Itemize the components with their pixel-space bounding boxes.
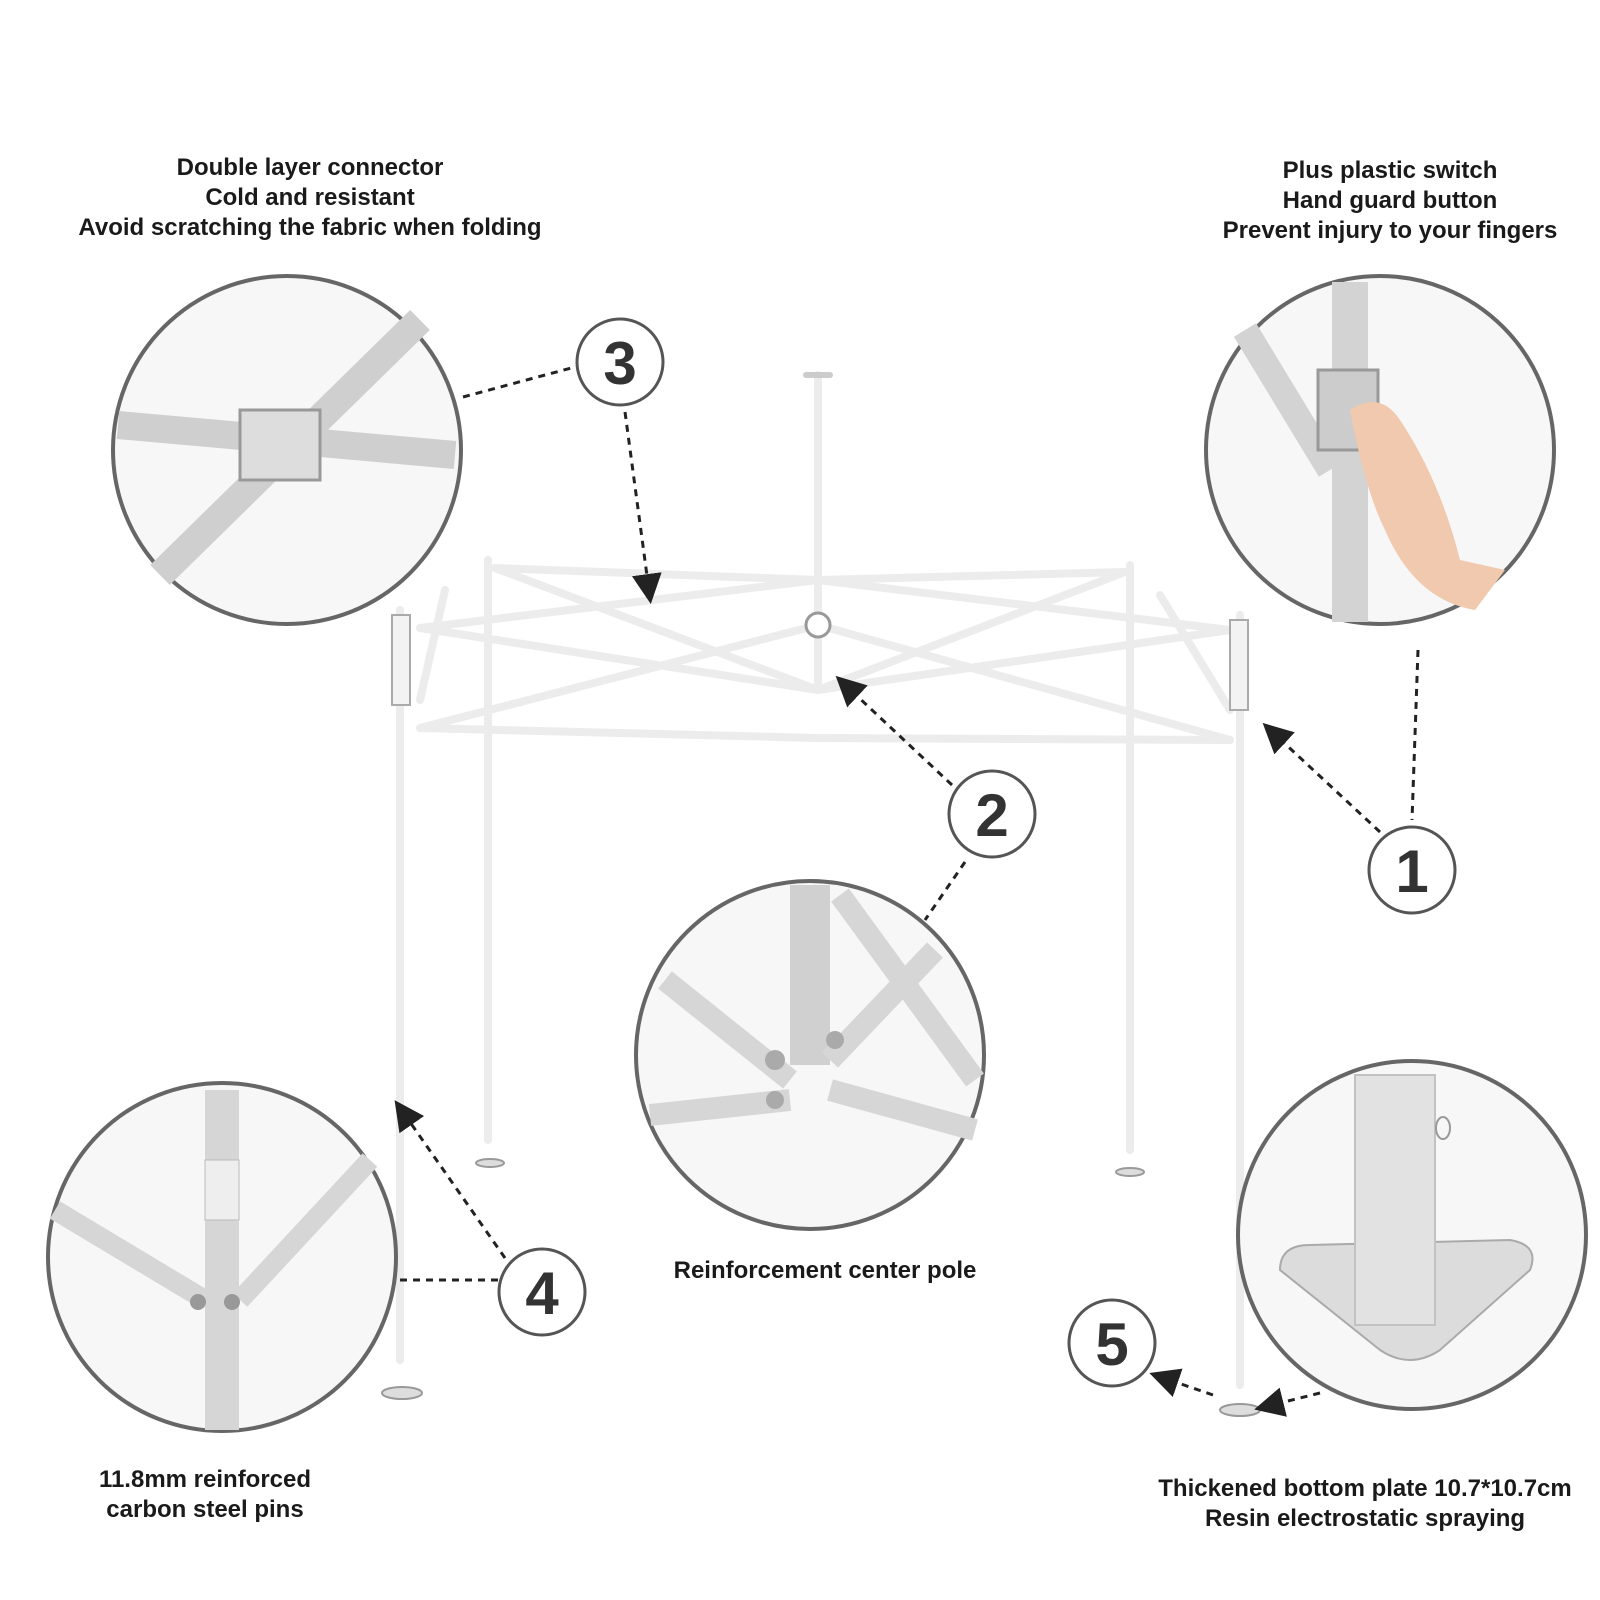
- caption-center-pole: Reinforcement center pole: [620, 1256, 1030, 1286]
- caption-line: Thickened bottom plate 10.7*10.7cm: [1158, 1475, 1572, 1502]
- detail-inset-connector: [111, 274, 463, 626]
- caption-line: Avoid scratching the fabric when folding: [78, 214, 542, 241]
- detail-inset-hand-guard: [1204, 274, 1556, 626]
- badge-3-number: 3: [603, 330, 636, 397]
- caption-line: Prevent injury to your fingers: [1222, 217, 1558, 244]
- detail-inset-center-pole: [634, 879, 986, 1231]
- badge-5-number: 5: [1095, 1311, 1128, 1378]
- caption-connector: Double layer connector Cold and resistan…: [40, 153, 580, 243]
- badge-5: 5: [1067, 1298, 1157, 1388]
- caption-line: Plus plastic switch: [1282, 157, 1498, 184]
- badge-4-number: 4: [525, 1260, 559, 1327]
- leader-lines: [394, 365, 1420, 1417]
- caption-line: Hand guard button: [1282, 187, 1498, 214]
- detail-inset-pins: [46, 1081, 398, 1433]
- caption-line: Cold and resistant: [205, 184, 415, 211]
- badge-3: 3: [575, 317, 665, 407]
- caption-line: Double layer connector: [176, 154, 444, 181]
- caption-hand-guard: Plus plastic switch Hand guard button Pr…: [1200, 156, 1580, 246]
- canopy-frame: [381, 371, 1261, 1417]
- badge-1-number: 1: [1395, 838, 1428, 905]
- caption-line: Reinforcement center pole: [673, 1257, 977, 1284]
- caption-line: 11.8mm reinforced: [98, 1466, 312, 1493]
- detail-inset-bottom-plate: [1236, 1059, 1588, 1411]
- caption-pins: 11.8mm reinforced carbon steel pins: [60, 1465, 350, 1525]
- badge-1: 1: [1367, 825, 1457, 915]
- caption-line: carbon steel pins: [106, 1496, 304, 1523]
- badge-2-number: 2: [975, 782, 1008, 849]
- caption-bottom-plate: Thickened bottom plate 10.7*10.7cm Resin…: [1140, 1474, 1590, 1534]
- badge-4: 4: [497, 1247, 587, 1337]
- badge-2: 2: [947, 769, 1037, 859]
- caption-line: Resin electrostatic spraying: [1204, 1505, 1526, 1532]
